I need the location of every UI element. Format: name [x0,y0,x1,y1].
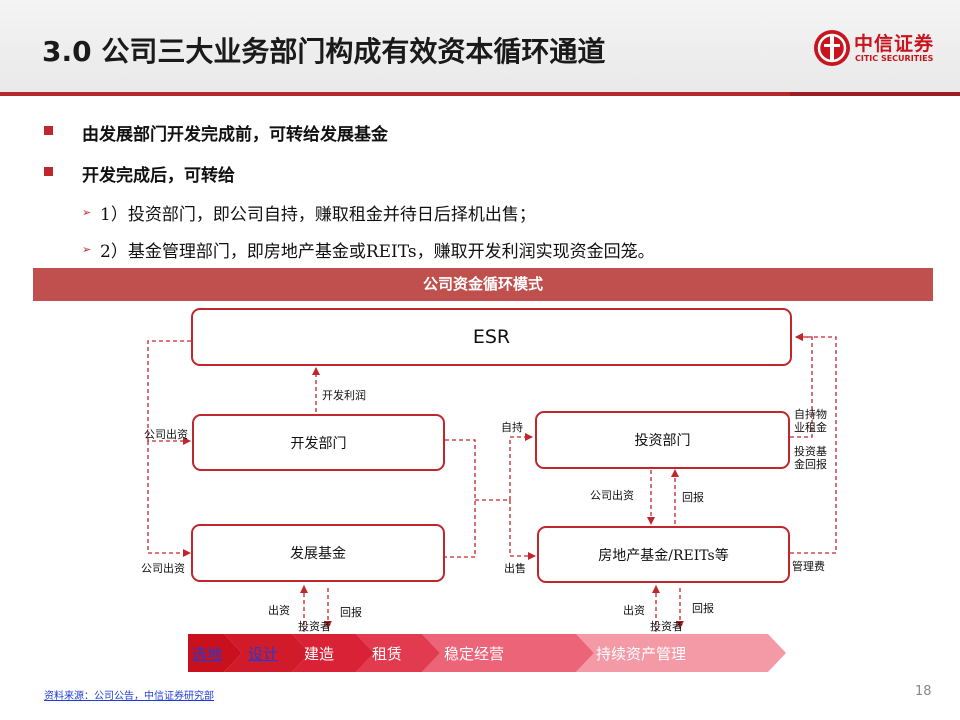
mgmt-fee-label: 管理费 [792,560,825,573]
sub-bullet-arrow-icon: ➢ [82,206,92,219]
self-rent-label: 自持物业租金 [794,408,827,434]
slide-header [0,0,960,92]
right-investor-label: 投资者 [650,620,683,633]
invest-fund-return-label: 投资基金回报 [794,445,827,471]
left-contribute-label: 出资 [268,604,290,617]
dev-fund-box: 发展基金 [191,524,445,582]
stage-label: 选地 [192,644,223,663]
left-return-label: 回报 [340,606,362,619]
company-capital-label: 公司出资 [144,428,188,441]
dev-dept-box: 开发部门 [192,414,445,471]
stage-construction: 建造 [304,634,334,672]
sub-bullet-text: 2）基金管理部门，即房地产基金或REITs，赚取开发利润实现资金回笼。 [100,242,655,262]
header-divider-accent [790,92,960,96]
stage-label: 设计 [248,644,279,663]
header-divider [0,92,960,96]
stage-label: 稳定经营 [444,644,505,663]
invest-dept-box: 投资部门 [535,411,790,469]
slide-title: 3.0 公司三大业务部门构成有效资本循环通道 [42,35,606,68]
bullet-marker [44,126,53,135]
sell-label: 出售 [504,562,526,575]
stage-label: 租赁 [372,644,403,663]
source-note-link[interactable]: 资料来源：公司公告，中信证券研究部 [44,691,214,702]
stage-design[interactable]: 设计 [248,634,278,672]
self-hold-label: 自持 [501,421,523,434]
bullet-text: 由发展部门开发完成前，可转给发展基金 [82,125,388,145]
invest-return-label: 回报 [682,491,704,504]
logo-english-name: CITIC SECURITIES [855,54,934,63]
stage-label: 建造 [304,644,335,663]
sub-bullet-text: 1）投资部门，即公司自持，赚取租金并待日后择机出售； [100,205,536,225]
stage-select-land[interactable]: 选地 [192,634,222,672]
stage-asset-management: 持续资产管理 [596,634,686,672]
esr-box: ESR [191,308,792,366]
sub-bullet-arrow-icon: ➢ [82,243,92,256]
stage-leasing: 租赁 [372,634,402,672]
page-number: 18 [915,684,932,699]
stage-chevron-bar: 选地 设计 建造 租赁 稳定经营 持续资产管理 [188,634,788,672]
dev-profit-label: 开发利润 [322,389,366,402]
logo-chinese-name: 中信证券 [854,33,935,55]
right-contribute-label: 出资 [623,604,645,617]
diagram-banner: 公司资金循环模式 [33,268,933,301]
right-return-label: 回报 [692,602,714,615]
citic-logo-icon [814,30,850,66]
stage-label: 持续资产管理 [596,644,687,663]
citic-logo: 中信证券 CITIC SECURITIES [814,28,944,68]
stage-stable-operation: 稳定经营 [444,634,504,672]
reits-box: 房地产基金/REITs等 [537,526,790,583]
stage-chevron-shapes [188,634,786,672]
company-capital-label: 公司出资 [141,562,185,575]
bullet-text: 开发完成后，可转给 [82,166,235,186]
invest-capital-label: 公司出资 [590,489,634,502]
bullet-marker [44,167,53,176]
left-investor-label: 投资者 [298,620,331,633]
